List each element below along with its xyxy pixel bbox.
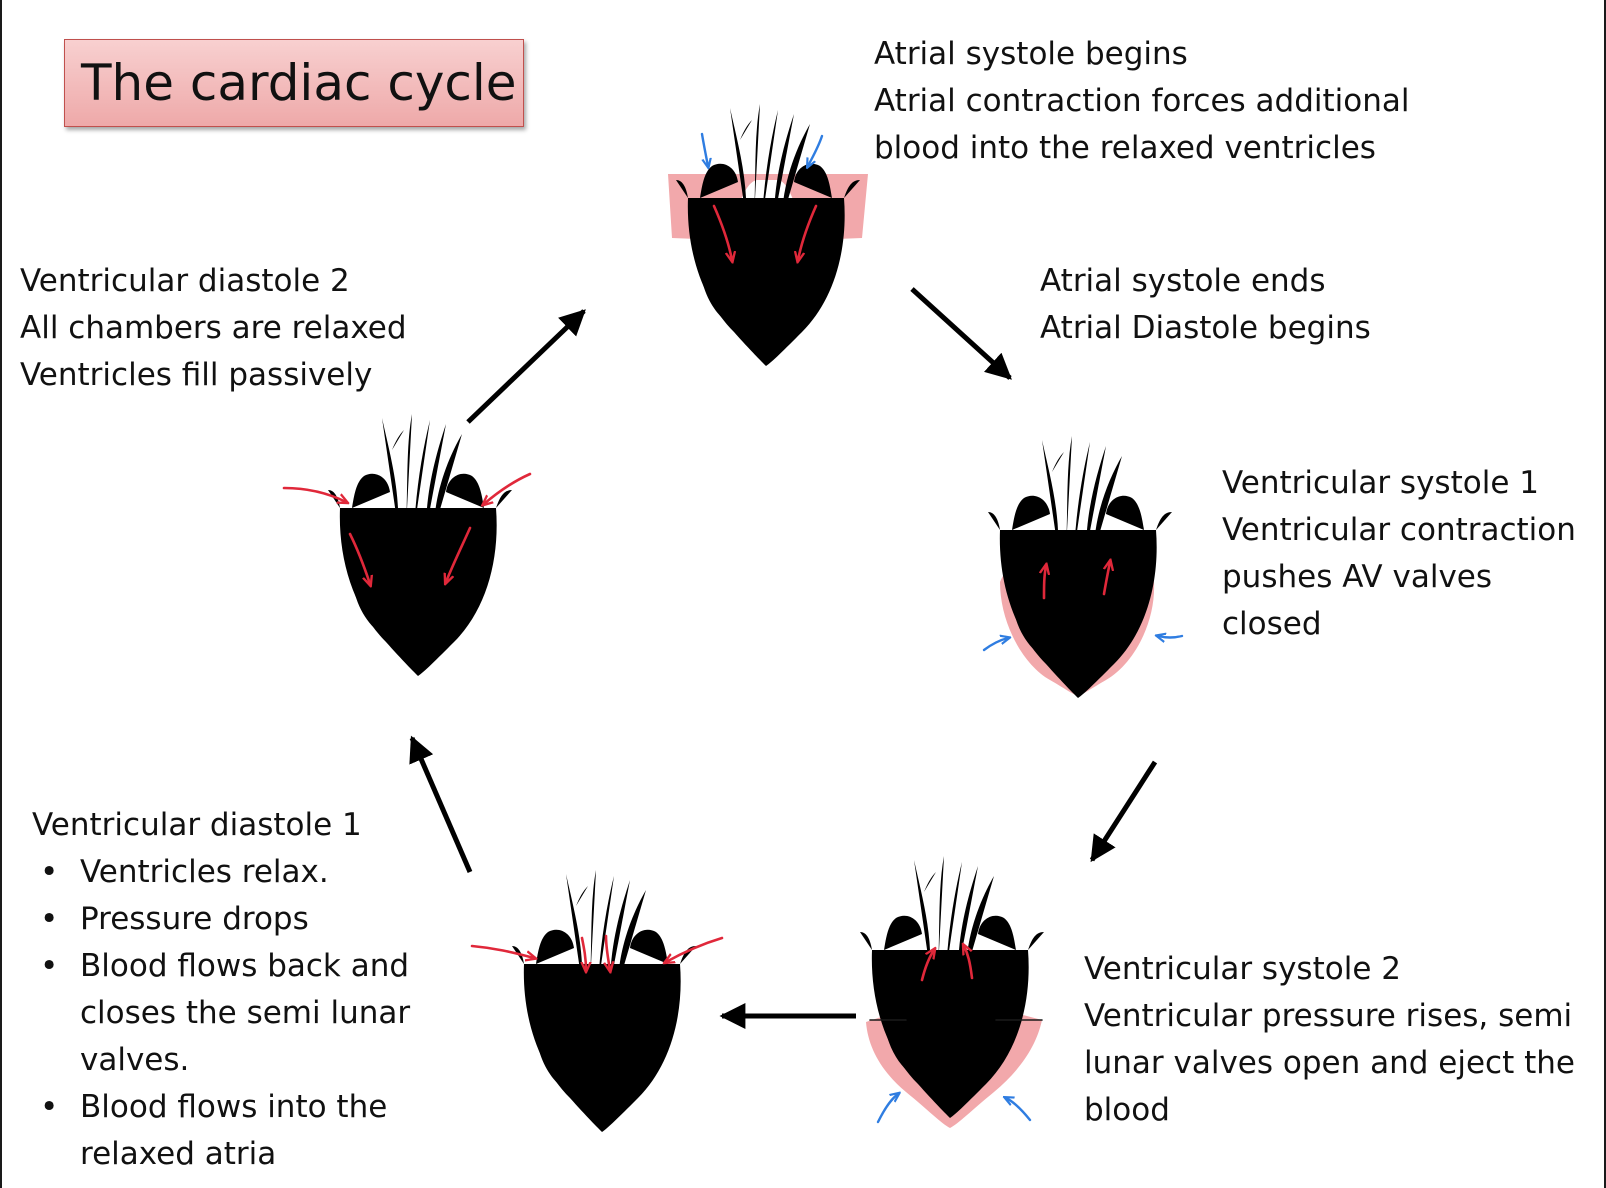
blue-pressure-arrow [1006, 1098, 1032, 1122]
caption-ventricular-diastole-1: Ventricular diastole 1 Ventricles relax.… [32, 802, 432, 1178]
caption-line: Atrial systole ends [1040, 263, 1326, 299]
bullet-item: Blood flows into the relaxed atria [32, 1084, 432, 1178]
heart-ventricular-diastole-1 [470, 870, 724, 1132]
caption-atrial-diastole: Atrial systole ends Atrial Diastole begi… [1040, 258, 1371, 352]
red-flow-arrow [446, 526, 472, 582]
red-flow-arrow [920, 950, 934, 982]
bullet-item: Ventricles relax. [32, 849, 432, 896]
caption-ventricular-diastole-2: Ventricular diastole 2 All chambers are … [20, 258, 407, 399]
caption-atrial-systole: Atrial systole begins Atrial contraction… [874, 31, 1410, 172]
caption-ventricular-systole-2: Ventricular systole 2 Ventricular pressu… [1084, 946, 1575, 1134]
heart-ventricular-diastole-2 [282, 414, 532, 676]
heart-atrial-systole [668, 104, 868, 366]
red-flow-arrow [712, 204, 732, 260]
heart-ventricular-systole-1 [982, 436, 1184, 698]
caption-line: Atrial Diastole begins [1040, 310, 1371, 346]
heart-ventricular-systole-2 [860, 856, 1044, 1128]
red-flow-arrow [484, 472, 532, 504]
caption-line: Ventricular pressure rises, semi [1084, 998, 1573, 1034]
caption-line: Ventricular diastole 2 [20, 263, 350, 299]
blue-pressure-arrow [808, 134, 824, 166]
caption-ventricular-systole-1: Ventricular systole 1 Ventricular contra… [1222, 460, 1576, 648]
red-flow-arrow [666, 936, 724, 962]
caption-line: blood [1084, 1092, 1170, 1128]
cycle-arrow-to-atrial-systole [466, 309, 586, 424]
right-frame-edge [1604, 0, 1606, 1188]
caption-line: lunar valves open and eject the [1084, 1045, 1575, 1081]
cycle-arrow-to-ventricular-diastole-2 [409, 735, 473, 873]
caption-heading: Ventricular diastole 1 [32, 807, 362, 843]
red-flow-arrow [606, 934, 610, 970]
caption-line: Ventricular systole 1 [1222, 465, 1539, 501]
bullet-list: Ventricles relax. Pressure drops Blood f… [32, 849, 432, 1178]
diagram-title: The cardiac cycle [81, 54, 517, 112]
red-flow-arrow [582, 936, 586, 970]
caption-line: blood into the relaxed ventricles [874, 130, 1376, 166]
caption-line: Ventricles fill passively [20, 357, 373, 393]
caption-line: Ventricular systole 2 [1084, 951, 1401, 987]
red-flow-arrow [1044, 566, 1046, 600]
blue-pressure-arrow [982, 638, 1008, 652]
caption-line: closed [1222, 606, 1322, 642]
blue-pressure-arrow [700, 132, 708, 166]
blue-pressure-arrow [1158, 636, 1184, 638]
bullet-item: Pressure drops [32, 896, 432, 943]
caption-line: Atrial systole begins [874, 36, 1188, 72]
caption-line: All chambers are relaxed [20, 310, 407, 346]
caption-line: Atrial contraction forces additional [874, 83, 1410, 119]
caption-line: pushes AV valves [1222, 559, 1493, 595]
blue-pressure-arrow [876, 1094, 898, 1124]
red-flow-arrow [964, 946, 974, 980]
red-flow-arrow [1102, 562, 1110, 596]
red-flow-arrow [348, 532, 370, 584]
cycle-arrow-to-atrial-diastole [910, 287, 1012, 380]
title-box: The cardiac cycle [64, 39, 524, 127]
caption-line: Ventricular contraction [1222, 512, 1576, 548]
cycle-arrows [409, 287, 1158, 1029]
red-flow-arrow [470, 944, 534, 958]
cycle-arrow-to-ventricular-systole-2 [1089, 760, 1158, 863]
red-flow-arrow [282, 486, 346, 502]
left-frame-edge [0, 0, 2, 1188]
bullet-item: Blood flows back and closes the semi lun… [32, 943, 432, 1084]
red-flow-arrow [798, 204, 818, 260]
